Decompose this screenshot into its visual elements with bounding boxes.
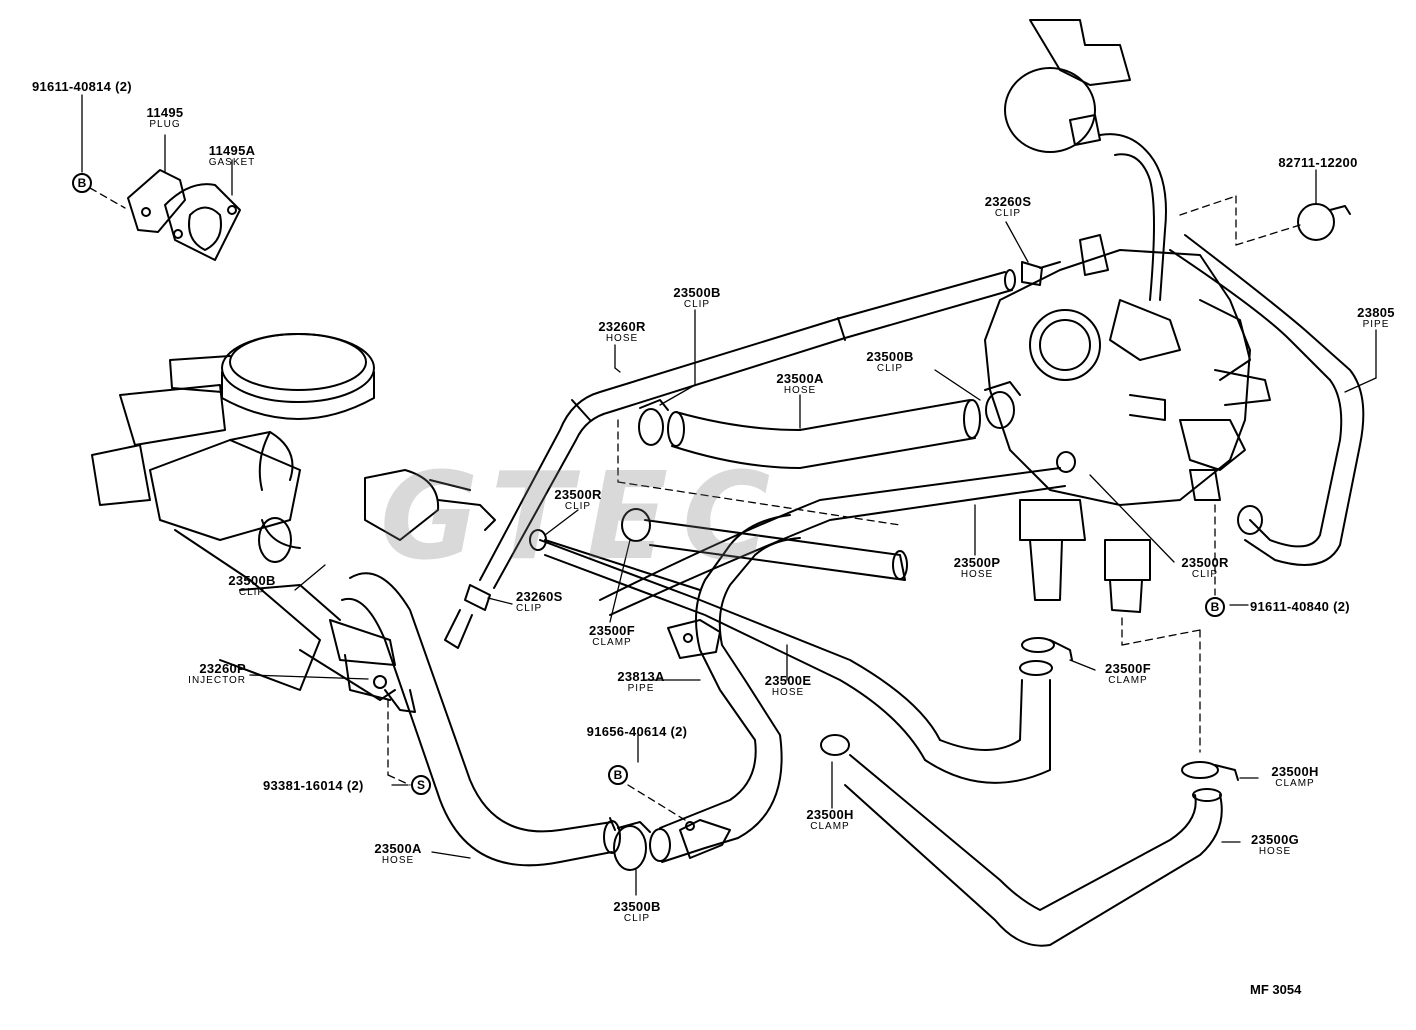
leader-lines [81,94,1377,896]
symbol-b-3: B [608,765,628,785]
callout-93381-16014: 93381-16014 (2) [263,778,364,793]
clip-23260s-right [1021,261,1061,286]
hose-23500r [529,529,701,591]
dashed-lines [89,187,1301,821]
symbol-b-2: B [1205,597,1225,617]
callout-91611-40840: 91611-40840 (2) [1250,599,1350,614]
pipe-23805 [1169,234,1365,566]
callout-82711-12200: 82711-12200 [1278,155,1358,170]
clip-23260s-left [444,584,491,649]
pipe-upper-middle [621,508,908,581]
plug-11495 [127,169,241,261]
clip-23500r-distributor [1056,451,1076,473]
injector [329,619,416,713]
symbol-s-1: S [411,775,431,795]
fuel-distributor [984,234,1271,613]
hose-23260r [479,269,1016,589]
hose-23500a-upper [667,399,981,469]
clip-23500b-upper [638,399,669,446]
cold-start-valve [1004,19,1167,301]
diagram-code: MF 3054 [1250,982,1302,997]
clamp-23500h [1021,637,1239,781]
throttle-body [91,333,496,701]
symbol-b-1: B [72,173,92,193]
hose-23500g [820,734,1223,947]
callout-91611-40814: 91611-40814 (2) [32,79,132,94]
clip-23500b-distributor [984,381,1021,429]
callout-91656-40614: 91656-40614 (2) [586,724,688,739]
clamp-82711 [1297,203,1351,241]
hose-23500e [539,539,1053,784]
watermark: GTEC [380,448,785,587]
hose-23500p [599,467,1066,616]
hose-23500a-left [341,572,621,867]
